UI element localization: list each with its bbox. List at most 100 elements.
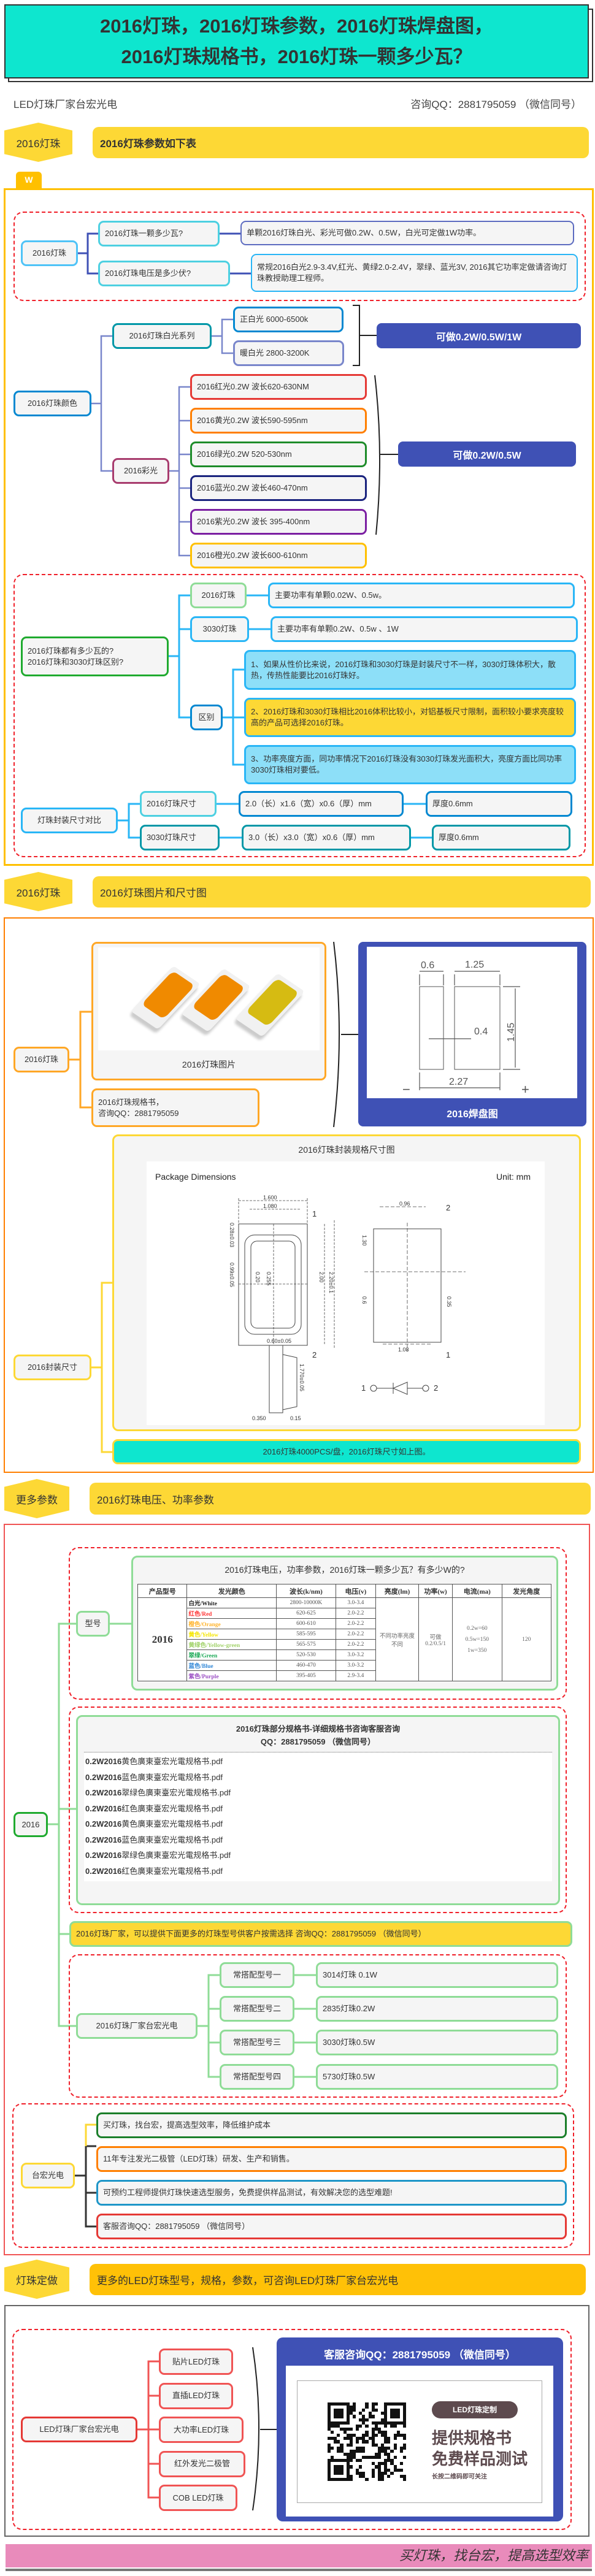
qr-module [362, 2421, 366, 2425]
spec-file-link[interactable]: 0.2W2016翠绿色廣東臺宏光電规格书.pdf [84, 1785, 552, 1801]
qr-module [362, 2459, 366, 2463]
qr-module [365, 2412, 369, 2415]
qr-module [371, 2418, 375, 2421]
node-about-item[interactable]: 可预约工程师提供灯珠快速选型服务，免费提供样品测试，有效解决您的选型难题! [96, 2180, 567, 2206]
node-model-label[interactable]: 常搭配型号四 [220, 2064, 294, 2090]
node-white-item[interactable]: 正白光 6000-6500k [233, 307, 344, 332]
node-white-item[interactable]: 暖白光 2800-3200K [233, 340, 344, 366]
node-diff-item[interactable]: 2、2016灯珠和3030灯珠相比2016体积比较小，对铝基板尺寸限制，面积较小… [244, 698, 576, 737]
node-root[interactable]: 2016灯珠 [21, 240, 78, 266]
spec-file-link[interactable]: 0.2W2016红色廣東臺宏光電规格书.pdf [84, 1801, 552, 1817]
node-3030[interactable]: 3030灯珠 [190, 616, 249, 642]
qr-module [396, 2418, 400, 2421]
qr-module [328, 2409, 331, 2412]
qr-module [331, 2452, 334, 2456]
qr-module [384, 2449, 388, 2453]
node-answer[interactable]: 常规2016白光2.9-3.4V,红光、黄绿2.0-2.4V，翠绿、蓝光3V, … [251, 254, 578, 292]
node-diff[interactable]: 区别 [190, 705, 223, 730]
node-white-series[interactable]: 2016灯珠白光系列 [112, 323, 212, 349]
qr-module [377, 2468, 382, 2472]
node-photo[interactable]: 2016灯珠图片 [91, 942, 326, 1080]
node-color-item[interactable]: 2016黄光0.2W 波长590-595nm [190, 408, 367, 434]
node-product[interactable]: 贴片LED灯珠 [159, 2349, 233, 2375]
qr-module [371, 2459, 375, 2463]
w-tab[interactable]: W [16, 172, 42, 189]
node-question[interactable]: 2016灯珠一颗多少瓦? [98, 221, 220, 247]
qr-module [390, 2424, 394, 2428]
qr-module [365, 2443, 369, 2447]
node-banner[interactable]: 2016灯珠厂家，可以提供下面更多的灯珠型号供客户按需选择 咨询QQ：28817… [69, 1921, 572, 1947]
node-3030-power[interactable]: 主要功率有单颗0.2W、0.5w 、1W [271, 616, 578, 642]
node-product[interactable]: 大功率LED灯珠 [159, 2417, 244, 2443]
node-color-item[interactable]: 2016红光0.2W 波长620-630NM [190, 374, 367, 400]
spec-file-link[interactable]: 0.2W2016蓝色廣東臺宏光電规格书.pdf [84, 1770, 552, 1786]
node-colors-root[interactable]: 2016灯珠颜色 [13, 391, 91, 416]
node-diff-item[interactable]: 1、如果从性价比来说，2016灯珠和3030灯珠是封装尺寸不一样，3030灯珠体… [244, 650, 576, 690]
node-spec-note[interactable]: 2016灯珠规格书， 咨询QQ：2881795059 [91, 1088, 259, 1127]
spec-file-link[interactable]: 0.2W2016蓝色廣東臺宏光電规格书.pdf [84, 1832, 552, 1848]
spec-file-link[interactable]: 0.2W2016黄色廣東臺宏光電规格书.pdf [84, 1754, 552, 1770]
node-about-item[interactable]: 买灯珠，找台宏，提高选型效率，降低维护成本 [96, 2112, 567, 2138]
node-color-item[interactable]: 2016紫光0.2W 波长 395-400nm [190, 509, 367, 535]
node-2016-power[interactable]: 主要功率有单颗0.02W、0.5w。 [268, 583, 575, 608]
node-size-dims[interactable]: 3.0（长）x3.0（宽）x0.6（厚）mm [242, 825, 411, 850]
qr-module [352, 2434, 356, 2437]
qr-module [356, 2409, 359, 2412]
spec-file-link[interactable]: 0.2W2016黄色廣東臺宏光電规格书.pdf [84, 1816, 552, 1832]
node-root[interactable]: LED灯珠厂家台宏光电 [21, 2417, 137, 2442]
node-about-item[interactable]: 11年专注发光二极管（LED灯珠）研发、生产和销售。 [96, 2146, 567, 2172]
node-product[interactable]: 直插LED灯珠 [159, 2382, 233, 2409]
node-about[interactable]: 台宏光电 [21, 2163, 75, 2188]
qr-module [387, 2437, 391, 2440]
node-about-item[interactable]: 客服咨询QQ：2881795059 （微信同号） [96, 2214, 567, 2239]
node-maker[interactable]: 2016灯珠厂家台宏光电 [76, 2013, 198, 2039]
node-model-label[interactable]: 常搭配型号二 [220, 1996, 294, 2022]
node-answer[interactable]: 单颗2016灯珠白光、彩光可做0.2W、0.5W，白光可定做1W功率。 [240, 221, 574, 245]
node-color-item[interactable]: 2016橙光0.2W 波长600-610nm [190, 543, 367, 568]
node-product[interactable]: COB LED灯珠 [159, 2485, 237, 2511]
node-model-value[interactable]: 3014灯珠 0.1W [316, 1962, 558, 1988]
file-prefix: 0.2W2016 [85, 1835, 122, 1844]
qr-module [359, 2434, 363, 2437]
node-diff-item[interactable]: 3、功率亮度方面，同功率情况下2016灯珠没有3030灯珠发光面积大，亮度方面比… [244, 745, 576, 784]
spec-file-link[interactable]: 0.2W2016翠绿色廣東臺宏光電规格书.pdf [84, 1848, 552, 1863]
node-root[interactable]: 2016灯珠 [13, 1047, 69, 1072]
node-size-name[interactable]: 2016灯珠尺寸 [140, 791, 217, 817]
node-compare-root[interactable]: 2016灯珠都有多少瓦的? 2016灯珠和3030灯珠区别? [21, 636, 169, 676]
node-size-name[interactable]: 3030灯珠尺寸 [140, 825, 220, 850]
node-size-thickness[interactable]: 厚度0.6mm [432, 825, 570, 850]
qr-module [374, 2431, 378, 2434]
qr-panel: LED灯珠定制 提供规格书 免费样品测试 长按二维码即可关注 [286, 2366, 553, 2517]
node-color-item[interactable]: 2016蓝光0.2W 波长460-470nm [190, 475, 367, 501]
qr-module [381, 2427, 385, 2431]
node-color-series[interactable]: 2016彩光 [112, 458, 169, 484]
qr-module [337, 2449, 340, 2453]
node-model[interactable]: 型号 [76, 1611, 110, 1637]
node-package[interactable]: 2016封装尺寸 [13, 1355, 91, 1380]
qr-module [334, 2434, 337, 2437]
node-package-note[interactable]: 2016灯珠4000PCS/盘，2016灯珠尺寸如上图。 [112, 1439, 581, 1464]
qr-code[interactable] [328, 2402, 406, 2481]
node-model-label[interactable]: 常搭配型号三 [220, 2030, 294, 2055]
spec-files-card: 2016灯珠部分规格书-详细规格书咨询客服咨询 QQ：2881795059 （微… [76, 1715, 560, 1905]
node-model-value[interactable]: 2835灯珠0.2W [316, 1996, 558, 2022]
qr-module [368, 2477, 372, 2481]
node-root[interactable]: 2016 [13, 1812, 48, 1837]
qr-module [393, 2465, 397, 2469]
node-model-value[interactable]: 5730灯珠0.5W [316, 2064, 558, 2090]
node-2016[interactable]: 2016灯珠 [190, 583, 247, 608]
spec-file-link[interactable]: 0.2W2016红色廣東臺宏光電规格书.pdf [84, 1863, 552, 1879]
node-model-value[interactable]: 3030灯珠0.5W [316, 2030, 558, 2055]
node-size-thickness[interactable]: 厚度0.6mm [426, 791, 572, 817]
qr-module [399, 2449, 403, 2453]
package-heading: Package Dimensions [155, 1172, 236, 1182]
node-size-dims[interactable]: 2.0（长）x1.6（宽）x0.6（厚）mm [239, 791, 404, 817]
node-color-item[interactable]: 2016绿光0.2W 520-530nm [190, 441, 367, 467]
qr-module [337, 2452, 340, 2456]
node-model-label[interactable]: 常搭配型号一 [220, 1962, 294, 1988]
node-sizes-root[interactable]: 灯珠封装尺寸对比 [21, 808, 118, 833]
qr-module [343, 2415, 347, 2418]
node-product[interactable]: 红外发光二极管 [159, 2450, 245, 2477]
pin-label: 1 [446, 1350, 450, 1359]
node-question[interactable]: 2016灯珠电压是多少伏? [98, 261, 230, 286]
